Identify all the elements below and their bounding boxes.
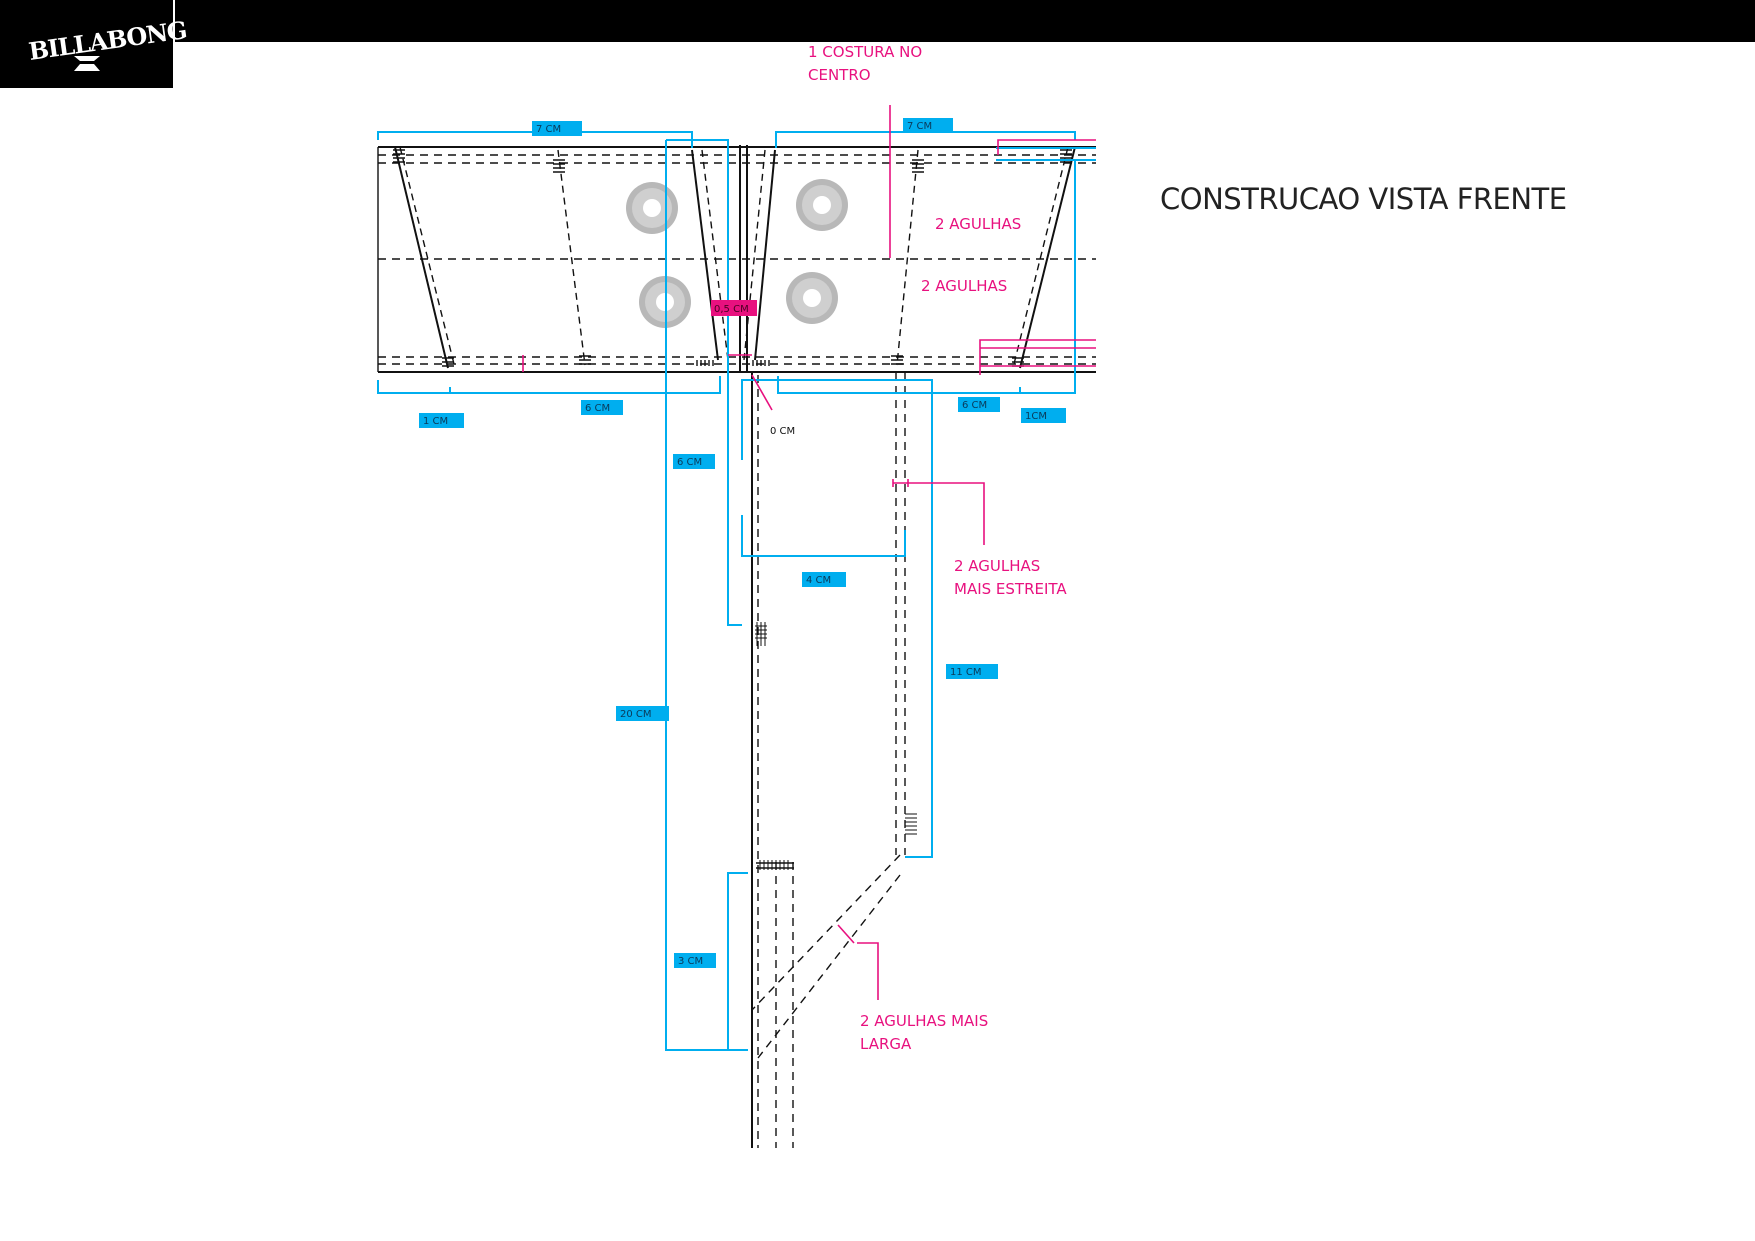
note-two-needles-mid: 2 AGULHAS [921, 277, 1007, 295]
center-gap-tag-label: 0,5 CM [714, 304, 749, 315]
annotation-notes: 1 COSTURA NO CENTRO 2 AGULHAS 2 AGULHAS … [711, 43, 1067, 1053]
bartack-marks [393, 149, 1072, 367]
measurement-tag-label: 20 CM [620, 709, 652, 720]
brand-logo: BILLABONG [0, 0, 188, 88]
note-center-seam-2: CENTRO [808, 66, 871, 84]
top-bar [0, 0, 1755, 42]
note-two-needles-top: 2 AGULHAS [935, 215, 1021, 233]
measurement-tag-bg [946, 664, 998, 679]
measurement-tag-label: 6 CM [962, 400, 987, 411]
brand-mark-icon [74, 56, 100, 71]
measurement-tag-label: 1 CM [423, 416, 448, 427]
measurement-tag-label: 11 CM [950, 667, 982, 678]
note-two-needles-narrower-2: MAIS ESTREITA [954, 580, 1067, 598]
measurement-tag-bg [616, 706, 669, 721]
measurement-tag-bg [532, 121, 582, 136]
measurement-tag-fly-3: 3 CM [674, 953, 716, 968]
measurement-tag-bg [903, 118, 953, 133]
center-gap-tag-bg [711, 300, 757, 316]
measurement-tag-fly-4: 4 CM [802, 572, 846, 587]
measurement-tag-label: 7 CM [536, 124, 561, 135]
measurement-tag-bottom-right-1: 1CM [1021, 408, 1066, 423]
measurement-tag-label: 4 CM [806, 575, 831, 586]
measurement-tag-bottom-right-6: 6 CM [958, 397, 1000, 412]
note-two-needles-wider-1: 2 AGULHAS MAIS [860, 1012, 988, 1030]
page-title: CONSTRUCAO VISTA FRENTE [1160, 182, 1567, 216]
zero-cm-label: 0 CM [770, 426, 795, 437]
measurement-tag-bottom-left-1: 1 CM [419, 413, 464, 428]
measurement-tag-bg [958, 397, 1000, 412]
measurement-tag-top-right: 7 CM [903, 118, 953, 133]
waistband [377, 146, 1096, 373]
measurement-tag-fly-20: 20 CM [616, 706, 669, 721]
measurement-brackets [377, 131, 1096, 1051]
fly-construction [739, 145, 917, 1148]
note-two-needles-narrower-1: 2 AGULHAS [954, 557, 1040, 575]
measurement-tag-fly-11: 11 CM [946, 664, 998, 679]
measurement-tag-bg [419, 413, 464, 428]
note-center-seam-1: 1 COSTURA NO [808, 43, 922, 61]
belt-loops [394, 146, 1076, 369]
measurement-tag-bg [802, 572, 846, 587]
measurement-tag-bg [581, 400, 623, 415]
note-two-needles-wider-2: LARGA [860, 1035, 912, 1053]
measurement-tags: 7 CM 7 CM 1 CM 6 CM 6 CM 1CM 6 CM 4 CM 20 CM 11 C… [419, 118, 1066, 968]
measurement-tag-fly-6: 6 CM [673, 454, 715, 469]
measurement-tag-bg [1021, 408, 1066, 423]
measurement-tag-top-left: 7 CM [532, 121, 582, 136]
measurement-tag-label: 3 CM [678, 956, 703, 967]
measurement-tag-label: 6 CM [585, 403, 610, 414]
annotation-leaders [522, 105, 1096, 1000]
measurement-tag-label: 1CM [1025, 411, 1047, 422]
measurement-tag-label: 7 CM [907, 121, 932, 132]
measurement-tag-label: 6 CM [677, 457, 702, 468]
measurement-tag-bottom-left-6: 6 CM [581, 400, 623, 415]
measurement-tag-bg [673, 454, 715, 469]
measurement-tag-bg [674, 953, 716, 968]
